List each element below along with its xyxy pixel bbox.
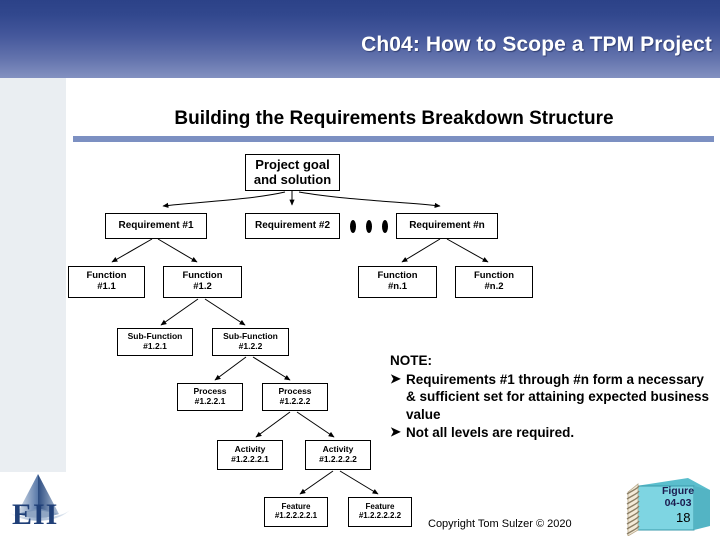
node-requirement-2[interactable]: Requirement #2 [245,213,340,239]
ellipsis-dot-1 [350,220,356,233]
node-sub-function-1-2-1[interactable]: Sub-Function #1.2.1 [117,328,193,356]
node-line-2: #1.1 [97,281,116,292]
node-function-n-2[interactable]: Function #n.2 [455,266,533,298]
note-block: NOTE: ➤ Requirements #1 through #n form … [390,352,715,442]
node-line-1: Process [193,386,227,397]
section-subtitle: Building the Requirements Breakdown Stru… [174,108,614,129]
node-line-1: Project goal [255,156,330,172]
figure-label: Figure 04-03 [648,485,708,510]
node-line-1: Function [182,270,223,282]
note-item: ➤ Requirements #1 through #n form a nece… [390,371,715,424]
node-process-1-2-2-1[interactable]: Process #1.2.2.1 [177,383,243,411]
node-line-1: Activity [322,444,354,455]
copyright-notice: Copyright Tom Sulzer © 2020 [428,518,572,530]
note-heading: NOTE: [390,353,432,368]
node-requirement-n[interactable]: Requirement #n [396,213,498,239]
figure-label-line-2: 04-03 [664,496,692,509]
node-line-1: Function [377,270,418,282]
node-activity-1-2-2-2-1[interactable]: Activity #1.2.2.2.1 [217,440,283,470]
node-line-1: Sub-Function [127,331,183,342]
ellipsis-dot-3 [382,220,388,233]
node-line-2: #1.2.1 [143,341,167,351]
node-line-2: #1.2.2.1 [194,396,226,406]
note-item-text: Requirements #1 through #n form a necess… [406,371,710,422]
node-line-2: #1.2.2.2.2 [319,454,357,464]
node-line-1: Function [86,270,127,282]
eii-logo-text: EII [12,498,59,531]
node-line-2: #1.2.2.2 [279,396,311,406]
ellipsis-dot-2 [366,220,372,233]
node-requirement-1[interactable]: Requirement #1 [105,213,207,239]
header-band [0,0,720,78]
arrow-bullet-icon: ➤ [390,424,401,440]
node-line-2: and solution [253,171,332,187]
node-line-1: Feature [281,502,311,512]
arrow-bullet-icon: ➤ [390,370,401,386]
node-line-2: #1.2.2 [238,341,263,351]
node-line-1: Requirement #2 [254,220,331,232]
node-line-2: #1.2 [193,281,212,292]
node-function-n-1[interactable]: Function #n.1 [358,266,437,298]
note-item: ➤ Not all levels are required. [390,424,715,442]
node-feature-1-2-2-2-2-1[interactable]: Feature #1.2.2.2.2.1 [264,497,328,527]
node-line-1: Function [473,270,515,282]
node-line-2: #1.2.2.2.2.1 [274,511,318,520]
figure-label-line-1: Figure [661,485,695,497]
page-number: 18 [676,510,691,525]
node-process-1-2-2-2[interactable]: Process #1.2.2.2 [262,383,328,411]
page-title: Ch04: How to Scope a TPM Project [361,33,712,56]
node-line-1: Requirement #1 [118,220,194,232]
subtitle-divider [73,136,714,142]
eii-logo-icon [8,474,70,521]
node-function-1-2[interactable]: Function #1.2 [163,266,242,298]
node-line-2: #n.2 [484,281,504,292]
node-line-1: Feature [365,502,395,512]
notebook-icon [626,478,710,536]
node-function-1-1[interactable]: Function #1.1 [68,266,145,298]
note-item-text: Not all levels are required. [406,425,575,441]
node-line-1: Requirement #n [409,220,485,232]
node-line-2: #n.1 [387,281,407,292]
node-project-goal[interactable]: Project goal and solution [245,154,340,191]
left-side-panel [0,78,66,472]
node-feature-1-2-2-2-2-2[interactable]: Feature #1.2.2.2.2.2 [348,497,412,527]
node-line-1: Process [278,386,312,397]
node-line-2: #1.2.2.2.2.2 [358,511,402,520]
node-line-1: Activity [234,444,266,455]
node-line-2: #1.2.2.2.1 [231,454,269,464]
node-sub-function-1-2-2[interactable]: Sub-Function #1.2.2 [212,328,289,356]
node-activity-1-2-2-2-2[interactable]: Activity #1.2.2.2.2 [305,440,371,470]
node-line-1: Sub-Function [223,331,278,342]
